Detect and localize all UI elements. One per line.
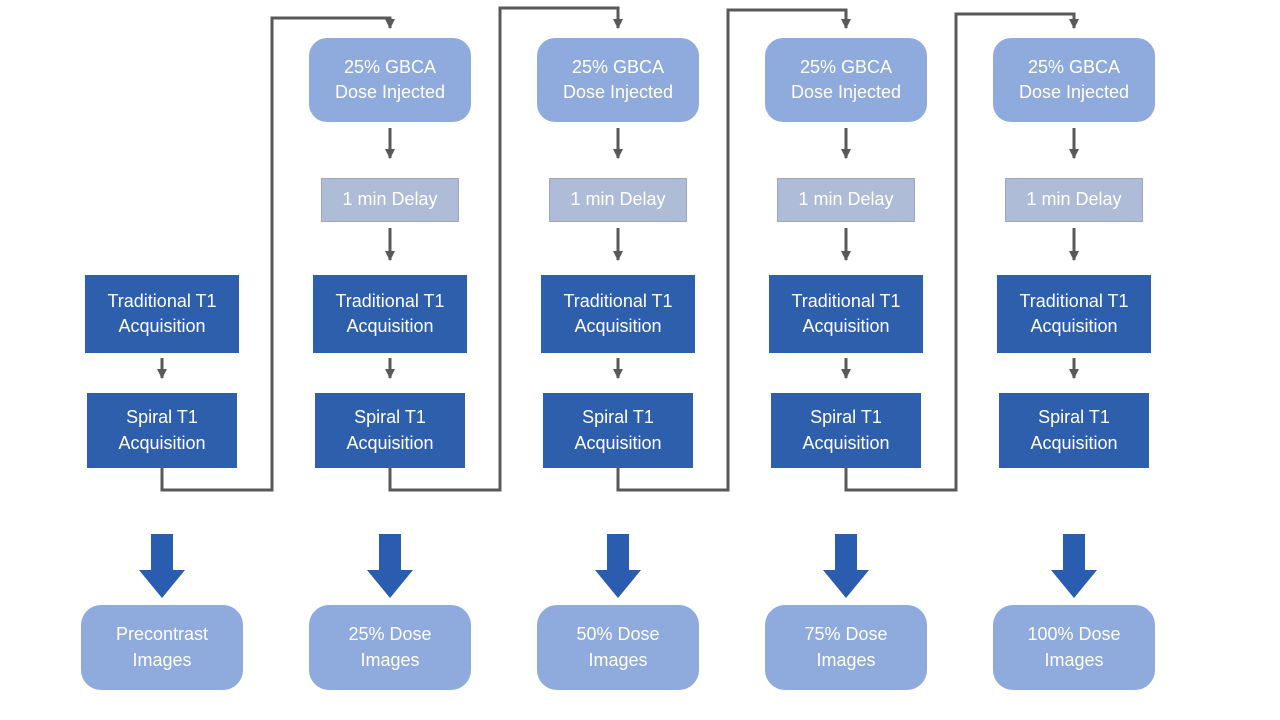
- box-label-line: Acquisition: [802, 432, 890, 453]
- box-label-line: Images: [588, 649, 648, 670]
- box-label-line: Acquisition: [118, 432, 206, 453]
- box-label-line: 1 min Delay: [798, 189, 894, 210]
- box-label-line: Acquisition: [1030, 316, 1118, 336]
- delay-box: 1 min Delay: [1005, 178, 1143, 222]
- spiral-t1-acquisition-box: Spiral T1 Acquisition: [771, 393, 921, 468]
- box-label-line: Dose Injected: [562, 82, 674, 102]
- box-label-line: Precontrast: [115, 624, 209, 645]
- box-label-line: Acquisition: [574, 432, 662, 453]
- box-label-line: 1 min Delay: [570, 189, 666, 210]
- box-label-line: Traditional T1: [1019, 290, 1129, 311]
- spiral-t1-acquisition-box: Spiral T1 Acquisition: [315, 393, 465, 468]
- box-label-line: Acquisition: [574, 316, 662, 336]
- box-label-line: Images: [1044, 649, 1104, 670]
- box-label-line: Acquisition: [1030, 432, 1118, 453]
- delay-box: 1 min Delay: [549, 178, 687, 222]
- box-label-line: Acquisition: [802, 316, 890, 336]
- box-label-line: Images: [816, 649, 876, 670]
- output-images-box: 50% Dose Images: [537, 605, 699, 690]
- traditional-t1-acquisition-box: Traditional T1 Acquisition: [313, 275, 467, 353]
- box-label-line: Dose Injected: [334, 82, 446, 102]
- gbca-dose-injected-box: 25% GBCA Dose Injected: [765, 38, 927, 122]
- gbca-dose-injected-box: 25% GBCA Dose Injected: [309, 38, 471, 122]
- box-label-line: 50% Dose: [576, 624, 660, 645]
- box-label-line: Traditional T1: [791, 290, 901, 311]
- box-label-line: Spiral T1: [1038, 407, 1110, 428]
- column-75-dose: 25% GBCA Dose Injected 1 min Delay Tradi…: [732, 0, 960, 720]
- output-images-box: 75% Dose Images: [765, 605, 927, 690]
- traditional-t1-acquisition-box: Traditional T1 Acquisition: [541, 275, 695, 353]
- spiral-t1-acquisition-box: Spiral T1 Acquisition: [999, 393, 1149, 468]
- box-label-line: 25% GBCA: [571, 56, 665, 77]
- box-label-line: 1 min Delay: [1026, 189, 1122, 210]
- box-label-line: Spiral T1: [582, 407, 654, 428]
- gbca-dose-injected-box: 25% GBCA Dose Injected: [537, 38, 699, 122]
- column-50-dose: 25% GBCA Dose Injected 1 min Delay Tradi…: [504, 0, 732, 720]
- box-label-line: Spiral T1: [354, 407, 426, 428]
- column-precontrast: Traditional T1 Acquisition Spiral T1 Acq…: [48, 0, 276, 720]
- box-label-line: Spiral T1: [126, 407, 198, 428]
- box-label-line: Spiral T1: [810, 407, 882, 428]
- spiral-t1-acquisition-box: Spiral T1 Acquisition: [543, 393, 693, 468]
- box-label-line: 100% Dose: [1027, 624, 1121, 645]
- output-images-box: 100% Dose Images: [993, 605, 1155, 690]
- column-25-dose: 25% GBCA Dose Injected 1 min Delay Tradi…: [276, 0, 504, 720]
- column-100-dose: 25% GBCA Dose Injected 1 min Delay Tradi…: [960, 0, 1188, 720]
- box-label-line: 25% Dose: [348, 624, 432, 645]
- box-label-line: 1 min Delay: [342, 189, 438, 210]
- box-label-line: 75% Dose: [804, 624, 888, 645]
- traditional-t1-acquisition-box: Traditional T1 Acquisition: [85, 275, 239, 353]
- box-label-line: Traditional T1: [563, 290, 673, 311]
- box-label-line: Dose Injected: [1018, 82, 1130, 102]
- box-label-line: Traditional T1: [107, 290, 217, 311]
- box-label-line: Acquisition: [118, 316, 206, 336]
- spiral-t1-acquisition-box: Spiral T1 Acquisition: [87, 393, 237, 468]
- traditional-t1-acquisition-box: Traditional T1 Acquisition: [769, 275, 923, 353]
- box-label-line: Dose Injected: [790, 82, 902, 102]
- box-label-line: 25% GBCA: [1027, 56, 1121, 77]
- box-label-line: Traditional T1: [335, 290, 445, 311]
- gbca-dose-injected-box: 25% GBCA Dose Injected: [993, 38, 1155, 122]
- box-label-line: Acquisition: [346, 316, 434, 336]
- box-label-line: 25% GBCA: [343, 56, 437, 77]
- box-label-line: Images: [360, 649, 420, 670]
- delay-box: 1 min Delay: [321, 178, 459, 222]
- box-label-line: Images: [132, 649, 192, 670]
- output-images-box: 25% Dose Images: [309, 605, 471, 690]
- output-images-box: Precontrast Images: [81, 605, 243, 690]
- box-label-line: Acquisition: [346, 432, 434, 453]
- box-label-line: 25% GBCA: [799, 56, 893, 77]
- delay-box: 1 min Delay: [777, 178, 915, 222]
- traditional-t1-acquisition-box: Traditional T1 Acquisition: [997, 275, 1151, 353]
